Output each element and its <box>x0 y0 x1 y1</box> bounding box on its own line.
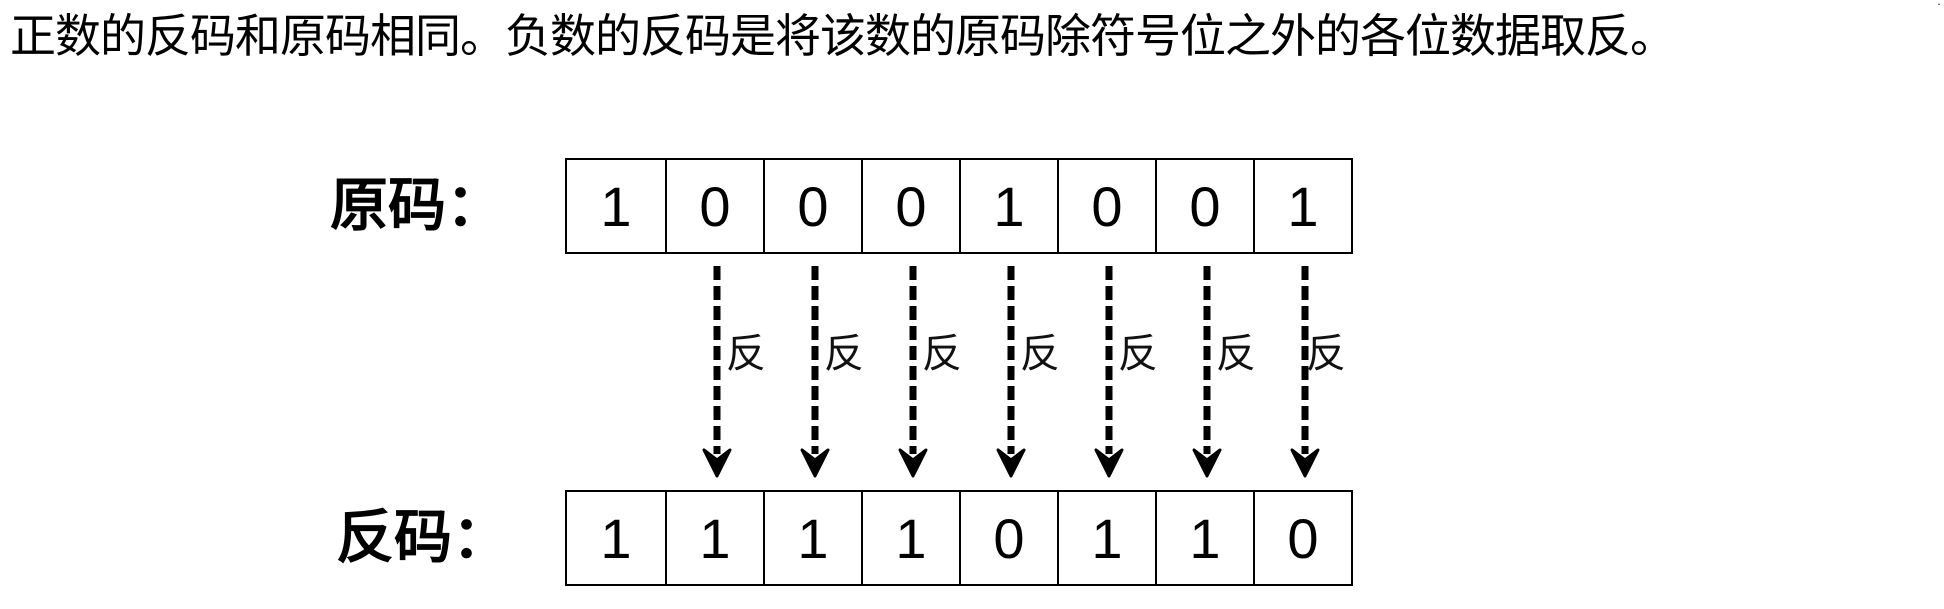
dashed-down-arrow-icon <box>996 266 1026 478</box>
dashed-down-arrow-icon <box>1094 266 1124 478</box>
caption-text: 正数的反码和原码相同。负数的反码是将该数的原码除符号位之外的各位数据取反。 <box>10 9 1676 63</box>
invert-label: 反 <box>1216 331 1256 377</box>
complement-bit-7: 0 <box>1253 492 1351 584</box>
invert-label: 反 <box>824 331 864 377</box>
original-bit-1: 0 <box>665 160 763 252</box>
complement-bit-4: 0 <box>959 492 1057 584</box>
invert-label: 反 <box>1118 331 1158 377</box>
ones-complement-grid: 1 1 1 1 0 1 1 0 <box>565 490 1353 586</box>
original-code-label: 原码： <box>330 171 505 239</box>
original-code-grid: 1 0 0 0 1 0 0 1 <box>565 158 1353 254</box>
complement-bit-6: 1 <box>1155 492 1253 584</box>
complement-bit-5: 1 <box>1057 492 1155 584</box>
complement-bit-1: 1 <box>665 492 763 584</box>
original-bit-4: 1 <box>959 160 1057 252</box>
complement-bit-2: 1 <box>763 492 861 584</box>
dashed-down-arrow-icon <box>702 266 732 478</box>
invert-label: 反 <box>1020 331 1060 377</box>
original-bit-0: 1 <box>600 174 632 238</box>
invert-label: 反 <box>726 331 766 377</box>
complement-bit-0: 1 <box>600 506 632 570</box>
original-bit-3: 0 <box>861 160 959 252</box>
corner-mark: ˙ <box>1936 2 1942 16</box>
original-bit-7: 1 <box>1253 160 1351 252</box>
ones-complement-label: 反码： <box>336 503 511 571</box>
dashed-down-arrow-icon <box>1192 266 1222 478</box>
dashed-down-arrow-icon <box>898 266 928 478</box>
complement-bit-3: 1 <box>861 492 959 584</box>
original-bit-6: 0 <box>1155 160 1253 252</box>
original-bit-5: 0 <box>1057 160 1155 252</box>
invert-label: 反 <box>1306 331 1346 377</box>
invert-label: 反 <box>922 331 962 377</box>
original-bit-2: 0 <box>763 160 861 252</box>
dashed-down-arrow-icon <box>800 266 830 478</box>
dashed-down-arrow-icon <box>1290 266 1320 478</box>
